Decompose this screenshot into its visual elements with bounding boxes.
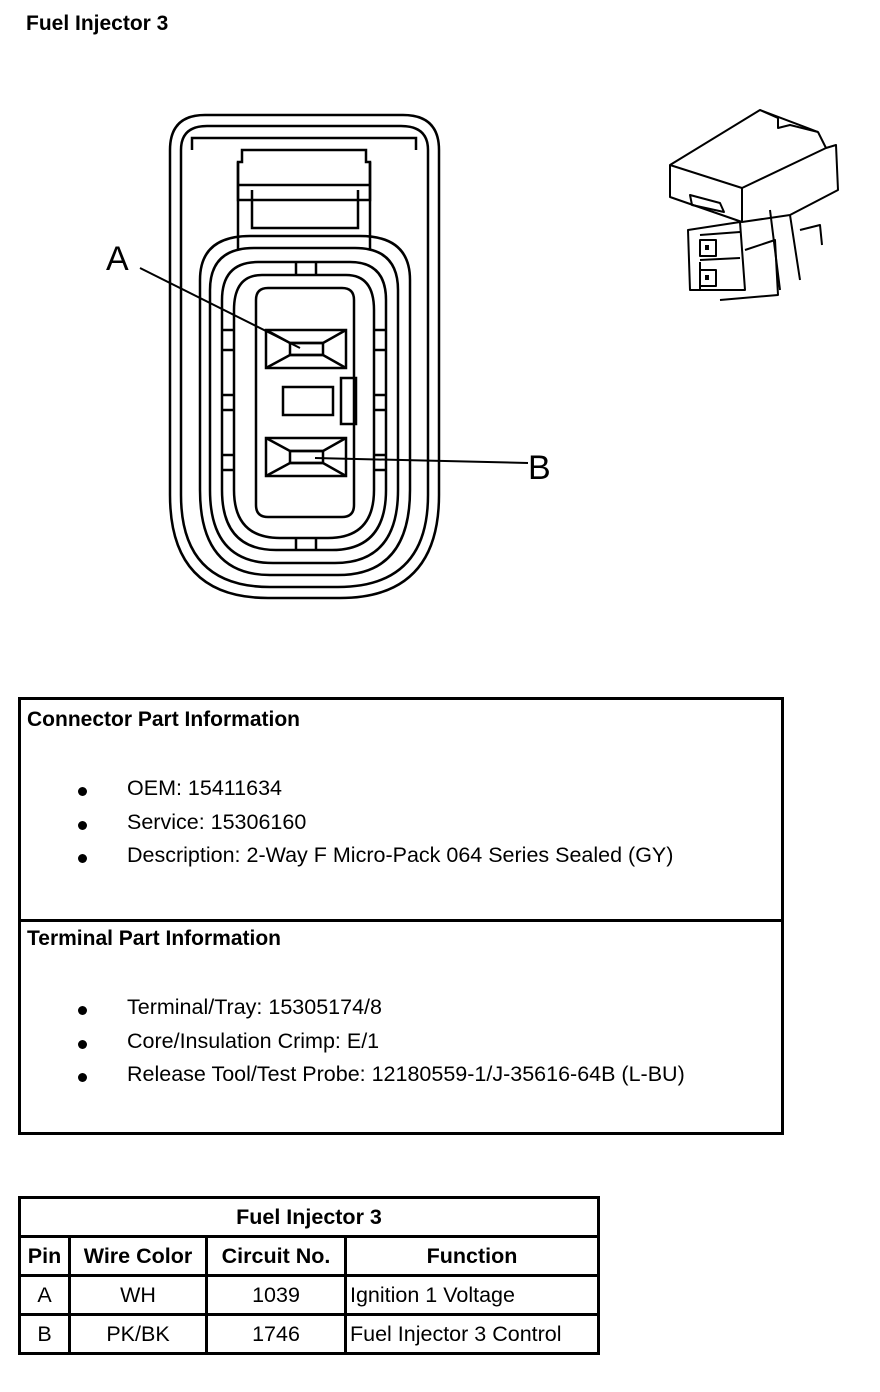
callout-line-b [314,457,529,464]
page-title: Fuel Injector 3 [26,12,169,35]
part-info-box: Connector Part Information OEM: 15411634… [18,697,784,1135]
table-row: B PK/BK 1746 Fuel Injector 3 Control [18,1313,600,1355]
bullet-icon [78,820,87,830]
connector-part-heading: Connector Part Information [27,708,301,731]
connector-part-info: Connector Part Information OEM: 15411634… [21,700,781,922]
column-header-wire-color: Wire Color [68,1235,208,1277]
table-row: A WH 1039 Ignition 1 Voltage [18,1274,600,1316]
table-title: Fuel Injector 3 [18,1196,600,1238]
connector-housing-outer [168,113,441,600]
terminal-part-info: Terminal Part Information Terminal/Tray:… [27,927,685,1086]
bullet-icon [78,1073,87,1082]
cell-circuit: 1746 [205,1313,347,1355]
cell-wire-color: WH [68,1274,208,1316]
cell-function: Fuel Injector 3 Control [344,1313,600,1355]
center-key [281,385,335,417]
terminal-cavity-frame [254,286,356,519]
terminal-a-icon [264,328,348,370]
terminal-part-heading: Terminal Part Information [27,927,281,950]
connector-housing-inner [179,124,430,589]
bullet-icon [78,787,87,796]
cell-pin: A [18,1274,71,1316]
column-header-pin: Pin [18,1235,71,1277]
cell-function: Ignition 1 Voltage [344,1274,600,1316]
connector-3d-icon [669,109,839,301]
cell-circuit: 1039 [205,1274,347,1316]
terminal-b-icon [264,436,348,478]
label-a: A [106,240,129,278]
cell-pin: B [18,1313,71,1355]
label-b: B [528,449,551,487]
cell-wire-color: PK/BK [68,1313,208,1355]
pin-table: Fuel Injector 3 Pin Wire Color Circuit N… [18,1196,600,1355]
column-header-circuit: Circuit No. [205,1235,347,1277]
callout-line-a [139,267,301,349]
bullet-icon [78,1006,87,1015]
bullet-icon [78,854,87,863]
table-header-row: Pin Wire Color Circuit No. Function [18,1235,600,1277]
column-header-function: Function [344,1235,600,1277]
connector-diagram: A B [106,109,839,600]
table-title-row: Fuel Injector 3 [18,1196,600,1238]
seal-ring-outer [198,234,412,577]
bullet-icon [78,1039,87,1049]
